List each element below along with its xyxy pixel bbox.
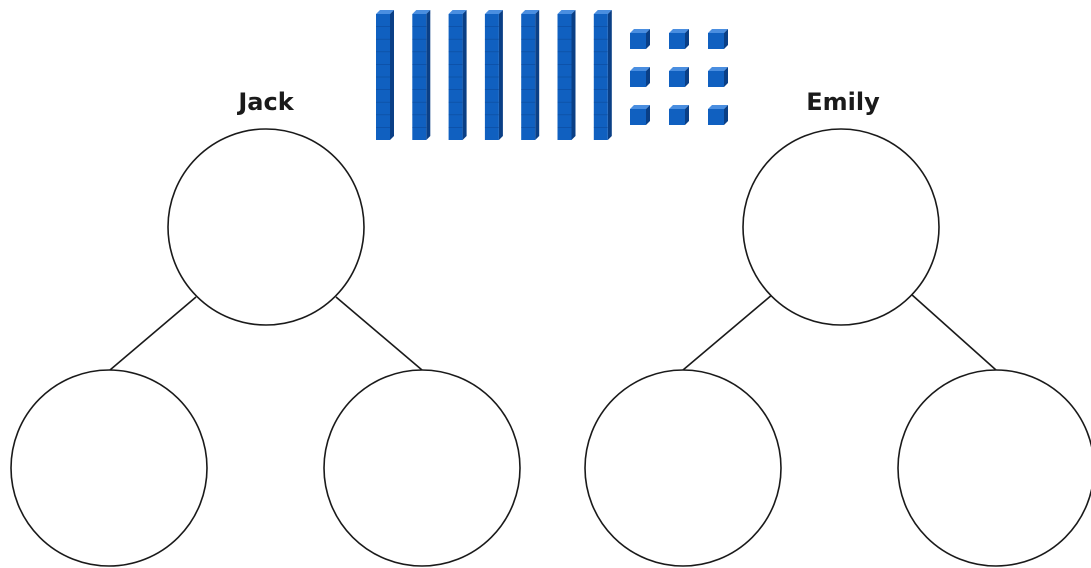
ones-cube xyxy=(669,29,689,49)
tens-rods xyxy=(376,10,612,140)
part-circle-left[interactable] xyxy=(584,369,782,567)
branch-right xyxy=(335,296,423,371)
tens-rod xyxy=(557,10,576,140)
ones-cube xyxy=(669,105,689,125)
tens-rod xyxy=(484,10,503,140)
ones-cube xyxy=(708,29,728,49)
branch-left xyxy=(682,293,774,371)
ones-cube xyxy=(708,67,728,87)
ones-cube xyxy=(669,67,689,87)
tree-label-emily: Emily xyxy=(806,88,880,116)
ones-cube xyxy=(630,67,650,87)
tens-rod xyxy=(448,10,467,140)
tree-jack: Jack xyxy=(10,88,521,567)
tens-rod xyxy=(376,10,394,140)
ones-cube xyxy=(630,105,650,125)
branch-left xyxy=(109,296,197,371)
tree-emily: Emily xyxy=(584,88,1091,567)
ones-cube xyxy=(630,29,650,49)
tens-rod xyxy=(412,10,431,140)
tree-label-jack: Jack xyxy=(236,88,294,116)
branch-right xyxy=(910,293,997,371)
ones-cubes xyxy=(630,29,728,125)
part-circle-left[interactable] xyxy=(10,369,208,567)
ones-cube xyxy=(708,105,728,125)
part-circle-right[interactable] xyxy=(323,369,521,567)
whole-circle[interactable] xyxy=(742,128,940,326)
tens-rod xyxy=(593,10,612,140)
part-circle-right[interactable] xyxy=(897,369,1091,567)
tens-rod xyxy=(521,10,540,140)
base-ten-blocks xyxy=(376,10,728,140)
whole-circle[interactable] xyxy=(167,128,365,326)
